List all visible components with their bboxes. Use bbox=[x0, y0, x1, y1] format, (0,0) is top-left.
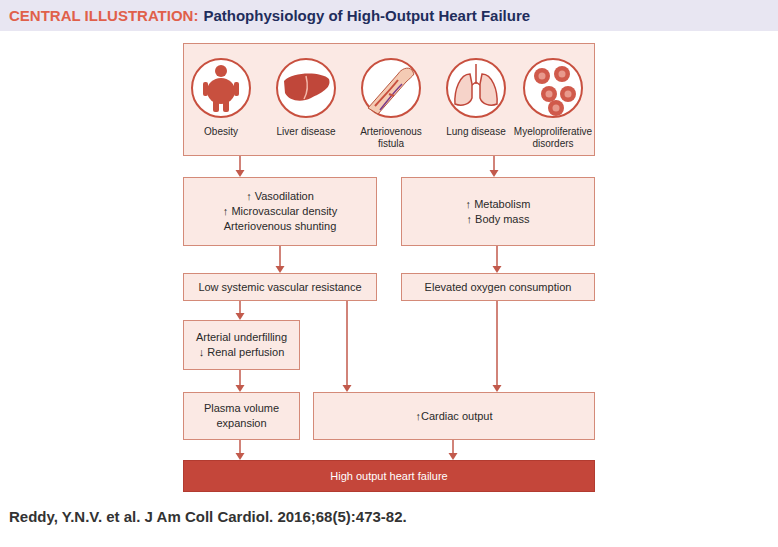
box-text: ↑ Body mass bbox=[467, 212, 530, 227]
box-text: Low systemic vascular resistance bbox=[198, 280, 361, 295]
box-text: ↑ Metabolism bbox=[466, 197, 531, 212]
icon-circle bbox=[277, 59, 335, 117]
cause-label: Arteriovenous fistula bbox=[349, 126, 433, 150]
process-box: ↑ Metabolism↑ Body mass bbox=[401, 177, 595, 246]
title-prefix: CENTRAL ILLUSTRATION: bbox=[9, 7, 198, 24]
blood-cells-icon bbox=[534, 66, 576, 116]
liver-icon bbox=[284, 74, 330, 101]
flow-arrow bbox=[493, 246, 502, 273]
flow-arrow bbox=[493, 301, 502, 392]
box-text: High output heart failure bbox=[330, 469, 447, 484]
process-box: Plasma volume expansion bbox=[183, 392, 300, 440]
cause-label: Lung disease bbox=[434, 126, 518, 138]
icon-circle bbox=[362, 59, 420, 117]
box-text: ↓ Renal perfusion bbox=[199, 345, 285, 360]
flow-arrow bbox=[236, 440, 245, 460]
box-text: Elevated oxygen consumption bbox=[425, 280, 572, 295]
flow-arrow bbox=[276, 246, 285, 273]
outcome-bar: High output heart failure bbox=[183, 460, 595, 492]
process-box: Arterial underfilling↓ Renal perfusion bbox=[183, 320, 300, 370]
box-text: ↑ Vasodilation bbox=[246, 189, 314, 204]
process-box: Elevated oxygen consumption bbox=[401, 273, 595, 301]
obesity-icon bbox=[203, 65, 239, 112]
title: Pathophysiology of High-Output Heart Fai… bbox=[203, 7, 530, 24]
flow-arrow bbox=[490, 156, 499, 177]
box-text: Arterial underfilling bbox=[196, 330, 287, 345]
cause-label: Obesity bbox=[179, 126, 263, 138]
icon-circle bbox=[192, 59, 250, 117]
cause-label: Myeloproliferative disorders bbox=[511, 126, 595, 150]
flow-arrow bbox=[449, 440, 458, 460]
flow-arrow bbox=[343, 301, 352, 392]
box-text: Arteriovenous shunting bbox=[224, 219, 337, 234]
box-text: Plasma volume expansion bbox=[190, 401, 293, 431]
process-box: Low systemic vascular resistance bbox=[183, 273, 377, 301]
process-box: ↑Cardiac output bbox=[313, 392, 595, 440]
flow-arrow bbox=[236, 370, 245, 392]
box-text: ↑Cardiac output bbox=[415, 409, 492, 424]
citation-caption: Reddy, Y.N.V. et al. J Am Coll Cardiol. … bbox=[9, 508, 407, 525]
flow-arrow bbox=[236, 156, 245, 177]
flow-arrow bbox=[236, 301, 245, 320]
process-box: ↑ Vasodilation↑ Microvascular densityArt… bbox=[183, 177, 377, 246]
icon-circle bbox=[524, 59, 582, 117]
title-band: CENTRAL ILLUSTRATION: Pathophysiology of … bbox=[0, 0, 778, 31]
cause-label: Liver disease bbox=[264, 126, 348, 138]
fistula-arm-icon bbox=[368, 68, 414, 114]
lungs-icon bbox=[455, 64, 497, 105]
causes-panel: ObesityLiver diseaseArteriovenous fistul… bbox=[183, 43, 595, 156]
icon-circle bbox=[447, 59, 505, 117]
box-text: ↑ Microvascular density bbox=[223, 204, 337, 219]
